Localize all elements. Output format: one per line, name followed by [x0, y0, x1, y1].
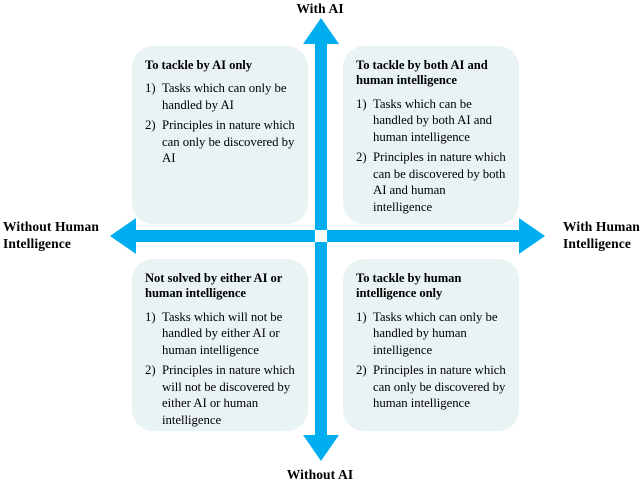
list-item: 2) Principles in nature which can only b…	[356, 362, 506, 412]
list-marker: 1)	[356, 96, 367, 111]
axis-label-bottom: Without AI	[286, 467, 354, 482]
quadrant-title: To tackle by human intelligence only	[356, 271, 462, 301]
quadrant-item-list: 1) Tasks which can only be handled by hu…	[356, 309, 506, 412]
list-item-text: Tasks which can only be handled by AI	[162, 81, 287, 112]
quadrant-top-left: To tackle by AI only 1) Tasks which can …	[132, 46, 308, 224]
list-item-text: Principles in nature which can be discov…	[373, 150, 506, 214]
list-marker: 2)	[145, 363, 156, 378]
list-marker: 2)	[356, 363, 367, 378]
arrow-down-icon	[303, 242, 339, 461]
quadrant-bottom-right: To tackle by human intelligence only 1) …	[343, 259, 519, 431]
list-marker: 2)	[356, 150, 367, 165]
list-item: 1) Tasks which can only be handled by AI	[145, 80, 295, 113]
list-item-text: Tasks which can only be handled by human…	[373, 309, 498, 357]
quadrant-item-list: 1) Tasks which can be handled by both AI…	[356, 96, 506, 216]
list-item-text: Tasks which can be handled by both AI an…	[373, 96, 493, 144]
list-marker: 1)	[145, 309, 156, 324]
quadrant-item-list: 1) Tasks which will not be handled by ei…	[145, 309, 295, 429]
list-item-text: Principles in nature which can only be d…	[162, 118, 295, 166]
quadrant-title: To tackle by both AI and human intellige…	[356, 58, 488, 88]
arrow-up-icon	[303, 18, 339, 230]
list-item: 1) Tasks which can only be handled by hu…	[356, 309, 506, 359]
quadrant-bottom-left: Not solved by either AI or human intelli…	[132, 259, 308, 431]
list-item-text: Principles in nature which can only be d…	[373, 363, 506, 411]
list-item-text: Tasks which will not be handled by eithe…	[162, 309, 283, 357]
list-item: 2) Principles in nature which will not b…	[145, 362, 295, 428]
quadrant-title: Not solved by either AI or human intelli…	[145, 271, 283, 301]
axis-label-left: Without Human Intelligence	[3, 219, 99, 252]
list-item-text: Principles in nature which will not be d…	[162, 363, 295, 427]
list-marker: 2)	[145, 118, 156, 133]
list-marker: 1)	[356, 309, 367, 324]
quadrant-top-right: To tackle by both AI and human intellige…	[343, 46, 519, 224]
list-item: 1) Tasks which will not be handled by ei…	[145, 309, 295, 359]
axis-label-top: With AI	[296, 1, 344, 16]
list-item: 2) Principles in nature which can be dis…	[356, 149, 506, 215]
axis-label-right: With Human Intelligence	[563, 219, 640, 252]
quadrant-item-list: 1) Tasks which can only be handled by AI…	[145, 80, 295, 167]
quadrant-title: To tackle by AI only	[145, 58, 253, 72]
list-item: 2) Principles in nature which can only b…	[145, 117, 295, 167]
list-marker: 1)	[145, 81, 156, 96]
list-item: 1) Tasks which can be handled by both AI…	[356, 96, 506, 146]
